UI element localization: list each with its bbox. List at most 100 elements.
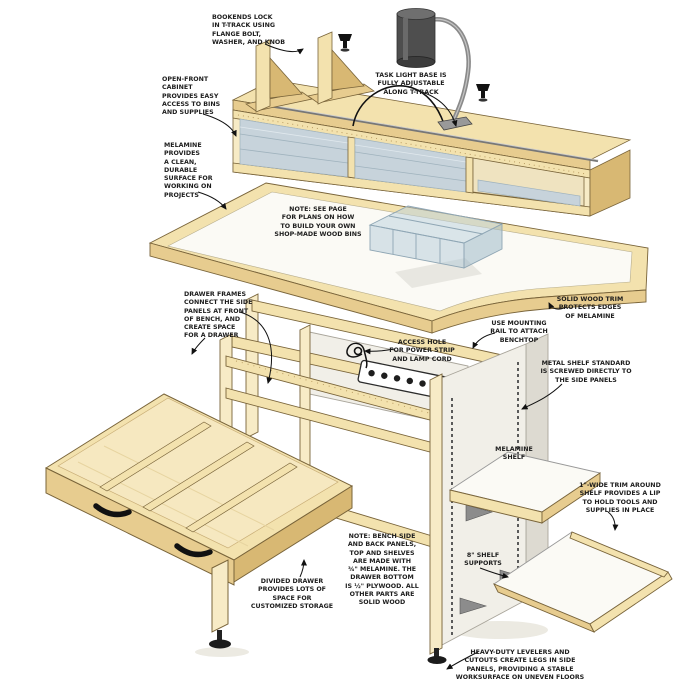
leader-drawer-frames-2 — [191, 338, 205, 355]
bin-grid — [389, 216, 483, 234]
drawer-front — [46, 468, 234, 585]
shelf-unit — [427, 334, 601, 664]
washer-icon — [478, 98, 488, 102]
task-light — [353, 9, 472, 131]
lamp-shade-highlight — [403, 18, 408, 60]
callout-solid-trim: SOLID WOOD TRIM PROTECTS EDGES OF MELAMI… — [556, 296, 624, 320]
shelf-side-trim — [542, 473, 600, 523]
outlet — [419, 380, 426, 387]
outlet — [381, 372, 388, 379]
middle-post — [300, 325, 310, 470]
leader-trim-lip — [608, 512, 619, 531]
leader-shelf-supports — [480, 568, 509, 579]
knob-icon — [338, 34, 352, 41]
bookend-upright — [256, 40, 270, 112]
drawer-divider — [143, 442, 254, 511]
open-front-cabinet — [233, 80, 630, 216]
callout-melamine-shelf: MELAMINE SHELF — [495, 446, 533, 462]
washer-icon — [340, 48, 350, 52]
exploded-shelf-trim — [590, 572, 672, 632]
clear-storage-bins — [370, 206, 502, 268]
screw-dots — [236, 361, 492, 430]
callout-open-front: OPEN-FRONT CABINET PROVIDES EASY ACCESS … — [162, 76, 221, 117]
callout-drawer-frames: DRAWER FRAMES CONNECT THE SIDE PANELS AT… — [184, 291, 253, 340]
leader-access-hole — [364, 348, 394, 355]
leader-lines — [191, 44, 619, 670]
callout-metal-standard: METAL SHELF STANDARD IS SCREWED DIRECTLY… — [540, 360, 632, 384]
bin-divider-line — [240, 134, 348, 150]
exploded-shelf — [494, 532, 672, 632]
divided-drawer — [46, 394, 352, 649]
drawer-side — [234, 486, 352, 582]
drawer-divider — [186, 463, 297, 532]
wood-grain — [78, 462, 248, 546]
callout-bookends: BOOKENDS LOCK IN T-TRACK USING FLANGE BO… — [212, 14, 286, 46]
benchtop — [150, 183, 648, 333]
drawer-leg — [212, 560, 228, 632]
knob-icon — [476, 84, 490, 91]
outlet — [393, 375, 401, 382]
callout-mounting-rail: USE MOUNTING RAIL TO ATTACH BENCHTOP — [490, 320, 548, 344]
bin-divider-line — [355, 166, 466, 181]
shadow-leg — [195, 647, 249, 657]
bin-highlight — [355, 145, 466, 162]
lamp-shade — [397, 14, 435, 62]
cabinet-divider — [466, 157, 473, 193]
access-hole-grommet — [355, 348, 362, 355]
leader-melamine-top — [198, 192, 227, 210]
leader-divided-drawer — [300, 559, 307, 577]
leader-task-light — [415, 90, 458, 127]
bin-bay-3 — [478, 180, 580, 206]
bookend-gusset — [270, 58, 302, 98]
outlet — [368, 369, 375, 377]
bookend-gusset — [332, 50, 364, 90]
strip-cord — [347, 343, 367, 368]
leveler-stem — [434, 648, 439, 657]
bookend-upright — [318, 32, 332, 104]
drawer-divider — [100, 422, 211, 491]
bins-side — [464, 224, 502, 268]
lamp-shade-bottom — [397, 57, 435, 68]
drawer-handle — [177, 546, 210, 554]
leader-drawer-frames — [240, 312, 273, 384]
callout-levelers: HEAVY-DUTY LEVELERS AND CUTOUTS CREATE L… — [455, 649, 585, 681]
cabinet-end-panel — [590, 150, 630, 216]
callout-note-bins: NOTE: SEE PAGE FOR PLANS ON HOW TO BUILD… — [274, 206, 362, 238]
leader-solid-trim — [548, 302, 566, 309]
leader-levelers — [446, 652, 478, 670]
leader-mounting-rail — [472, 333, 495, 349]
knobs — [338, 34, 490, 102]
bin-shadow — [395, 258, 482, 288]
bin-divider-line — [355, 152, 466, 169]
cabinet-divider — [348, 137, 355, 178]
front-right-post — [430, 374, 442, 654]
leader-metal-standard — [521, 384, 562, 409]
callout-melamine-top: MELAMINE PROVIDES A CLEAN, DURABLE SURFA… — [164, 142, 213, 199]
lamp-cord — [353, 86, 444, 126]
benchtop-melamine — [168, 192, 632, 311]
callout-shelf-supports: 8" SHELF SUPPORTS — [464, 552, 502, 568]
shelf-support-bracket — [466, 505, 492, 521]
gooseneck-highlight — [430, 19, 469, 124]
knob-stem — [481, 91, 485, 98]
leveler-foot — [209, 639, 231, 649]
callout-task-light: TASK LIGHT BASE IS FULLY ADJUSTABLE ALON… — [375, 72, 447, 96]
leader-bookends — [265, 44, 304, 55]
t-track-slot — [252, 102, 598, 160]
outlet — [406, 377, 413, 385]
callout-note-materials: NOTE: BENCH SIDE AND BACK PANELS, TOP AN… — [345, 533, 419, 607]
shelf-support-bracket — [460, 598, 486, 614]
callout-divided-drawer: DIVIDED DRAWER PROVIDES LOTS OF SPACE FO… — [250, 578, 334, 610]
lamp-shade-top — [397, 9, 435, 20]
knob-stem — [343, 41, 347, 48]
callout-access-hole: ACCESS HOLE FOR POWER STRIP AND LAMP COR… — [389, 339, 455, 363]
bin-divider-line — [240, 149, 348, 163]
bookends — [246, 32, 374, 112]
exploded-shelf-trim — [570, 532, 668, 577]
drawer-handle — [96, 506, 129, 514]
leader-open-front — [203, 114, 237, 137]
callout-trim-lip: 1"-WIDE TRIM AROUND SHELF PROVIDES A LIP… — [579, 482, 661, 514]
wood-grain — [104, 446, 274, 530]
